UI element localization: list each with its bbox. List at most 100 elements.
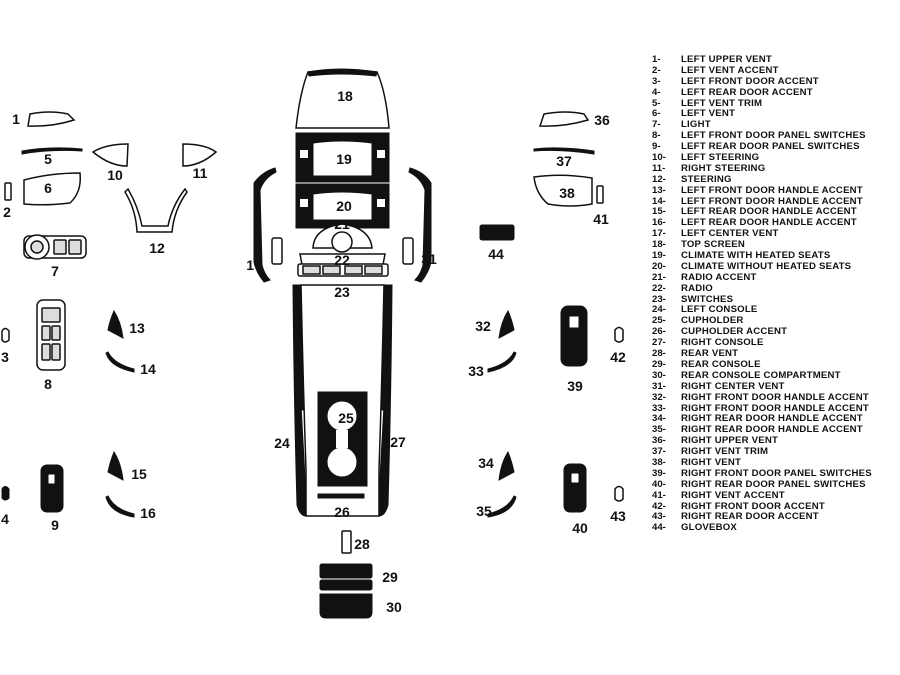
part-6-left-vent — [23, 172, 82, 206]
legend-row: 39-RIGHT FRONT DOOR PANEL SWITCHES — [652, 468, 897, 480]
legend-label: LEFT VENT ACCENT — [681, 64, 779, 76]
legend-number: 19- — [652, 250, 666, 262]
legend-number: 30- — [652, 369, 666, 381]
legend-row: 32-RIGHT FRONT DOOR HANDLE ACCENT — [652, 392, 897, 404]
legend-label: RIGHT REAR DOOR HANDLE ACCENT — [681, 424, 863, 436]
legend-number: 20- — [652, 260, 666, 272]
part-30-rear-console-compartment — [319, 593, 373, 619]
part-44-glovebox — [479, 224, 515, 241]
part-4-left-rear-door-accent — [1, 486, 10, 501]
legend-number: 2- — [652, 64, 661, 76]
legend-row: 31-RIGHT CENTER VENT — [652, 381, 897, 393]
legend-number: 26- — [652, 326, 666, 338]
legend-number: 8- — [652, 130, 661, 142]
part-20-climate-without-heated-seats — [295, 183, 390, 229]
legend-number: 40- — [652, 478, 666, 490]
legend-label: LEFT FRONT DOOR HANDLE ACCENT — [681, 195, 863, 207]
legend-row: 28-REAR VENT — [652, 348, 897, 360]
legend-number: 21- — [652, 271, 666, 283]
legend-number: 15- — [652, 206, 666, 218]
legend-row: 25-CUPHOLDER — [652, 315, 897, 327]
legend-row: 9-LEFT REAR DOOR PANEL SWITCHES — [652, 141, 897, 153]
part-number-36: 36 — [594, 112, 610, 128]
part-43-right-rear-door-accent — [614, 485, 624, 502]
part-17-left-center-vent — [253, 167, 277, 283]
part-15-left-rear-door-handle-accent — [107, 450, 124, 481]
part-19-climate-with-heated-seats — [295, 132, 390, 183]
part-34-right-rear-door-handle-accent — [498, 450, 515, 481]
part-17-left-center-vent-grille — [271, 237, 283, 265]
legend-label: LEFT VENT — [681, 108, 736, 120]
legend-label: LIGHT — [681, 119, 711, 131]
legend-number: 34- — [652, 413, 666, 425]
part-36-right-upper-vent — [538, 111, 590, 127]
part-number-2: 2 — [3, 204, 11, 220]
part-31-right-center-vent — [408, 167, 432, 283]
legend-number: 18- — [652, 239, 666, 251]
legend-label: RIGHT UPPER VENT — [681, 435, 779, 447]
legend-row: 42-RIGHT FRONT DOOR ACCENT — [652, 500, 897, 513]
legend-number: 27- — [652, 337, 666, 349]
legend-row: 35-RIGHT REAR DOOR HANDLE ACCENT — [652, 424, 897, 436]
part-number-18: 18 — [337, 88, 353, 104]
legend-row: 34-RIGHT REAR DOOR HANDLE ACCENT — [652, 413, 897, 425]
legend-number: 28- — [652, 348, 666, 360]
legend-number: 12- — [652, 173, 666, 185]
part-number-11: 11 — [193, 165, 208, 181]
legend-number: 16- — [652, 217, 666, 229]
legend-label: LEFT FRONT DOOR HANDLE ACCENT — [681, 184, 863, 196]
part-13-left-front-door-handle-accent — [107, 309, 124, 339]
legend-row: 10-LEFT STEERING — [652, 152, 897, 164]
legend-number: 3- — [652, 75, 661, 87]
legend-number: 38- — [652, 456, 666, 468]
part-number-27: 27 — [390, 434, 406, 450]
part-9-left-rear-door-panel-switches — [40, 464, 64, 513]
legend-row: 17-LEFT CENTER VENT — [652, 228, 897, 240]
part-8-left-front-door-panel-switches — [36, 299, 66, 371]
legend-label: RIGHT REAR DOOR PANEL SWITCHES — [681, 478, 866, 490]
part-number-1: 1 — [12, 111, 20, 127]
part-42-right-front-door-accent — [614, 326, 624, 343]
legend-label: SWITCHES — [681, 293, 734, 305]
legend-label: LEFT UPPER VENT — [681, 54, 772, 65]
legend-row: 37-RIGHT VENT TRIM — [652, 446, 897, 458]
part-28-rear-vent — [341, 530, 352, 554]
legend-label: LEFT FRONT DOOR PANEL SWITCHES — [681, 130, 866, 142]
part-29-rear-console-lower — [319, 579, 373, 591]
legend-label: RIGHT FRONT DOOR ACCENT — [681, 500, 825, 512]
part-number-32: 32 — [475, 318, 491, 334]
legend-row: 11-RIGHT STEERING — [652, 163, 897, 175]
part-25-cupholder — [317, 391, 368, 487]
part-number-10: 10 — [107, 167, 123, 183]
part-number-24: 24 — [274, 435, 290, 451]
legend-label: RIGHT VENT ACCENT — [681, 489, 785, 501]
legend-label: RADIO — [681, 282, 713, 294]
legend-number: 44- — [652, 522, 666, 534]
legend-row: 20-CLIMATE WITHOUT HEATED SEATS — [652, 260, 897, 273]
legend-row: 8- LEFT FRONT DOOR PANEL SWITCHES — [652, 130, 897, 142]
legend-row: 13-LEFT FRONT DOOR HANDLE ACCENT — [652, 184, 897, 197]
legend-label: GLOVEBOX — [681, 522, 737, 534]
part-32-right-front-door-handle-accent — [498, 309, 515, 339]
legend-row: 21-RADIO ACCENT — [652, 271, 897, 284]
part-number-31: 31 — [421, 251, 437, 267]
part-29-rear-console — [319, 563, 373, 579]
part-14-left-front-door-handle-accent — [105, 351, 135, 373]
legend-label: RIGHT FRONT DOOR HANDLE ACCENT — [681, 402, 869, 414]
legend-number: 14- — [652, 195, 666, 207]
legend-row: 7-LIGHT — [652, 119, 897, 131]
part-number-9: 9 — [51, 517, 59, 533]
part-number-6: 6 — [44, 180, 52, 196]
part-12-steering — [124, 187, 188, 233]
legend-label: LEFT CENTER VENT — [681, 228, 779, 240]
legend-row: 5-LEFT VENT TRIM — [652, 98, 897, 110]
legend-row: 33-RIGHT FRONT DOOR HANDLE ACCENT — [652, 402, 897, 415]
part-40-right-rear-door-panel-switches — [563, 463, 587, 513]
part-38-right-vent — [533, 174, 593, 207]
legend-row: 29-REAR CONSOLE — [652, 359, 897, 371]
part-number-37: 37 — [556, 153, 572, 169]
part-number-38: 38 — [559, 185, 575, 201]
part-10-left-steering — [91, 143, 129, 167]
